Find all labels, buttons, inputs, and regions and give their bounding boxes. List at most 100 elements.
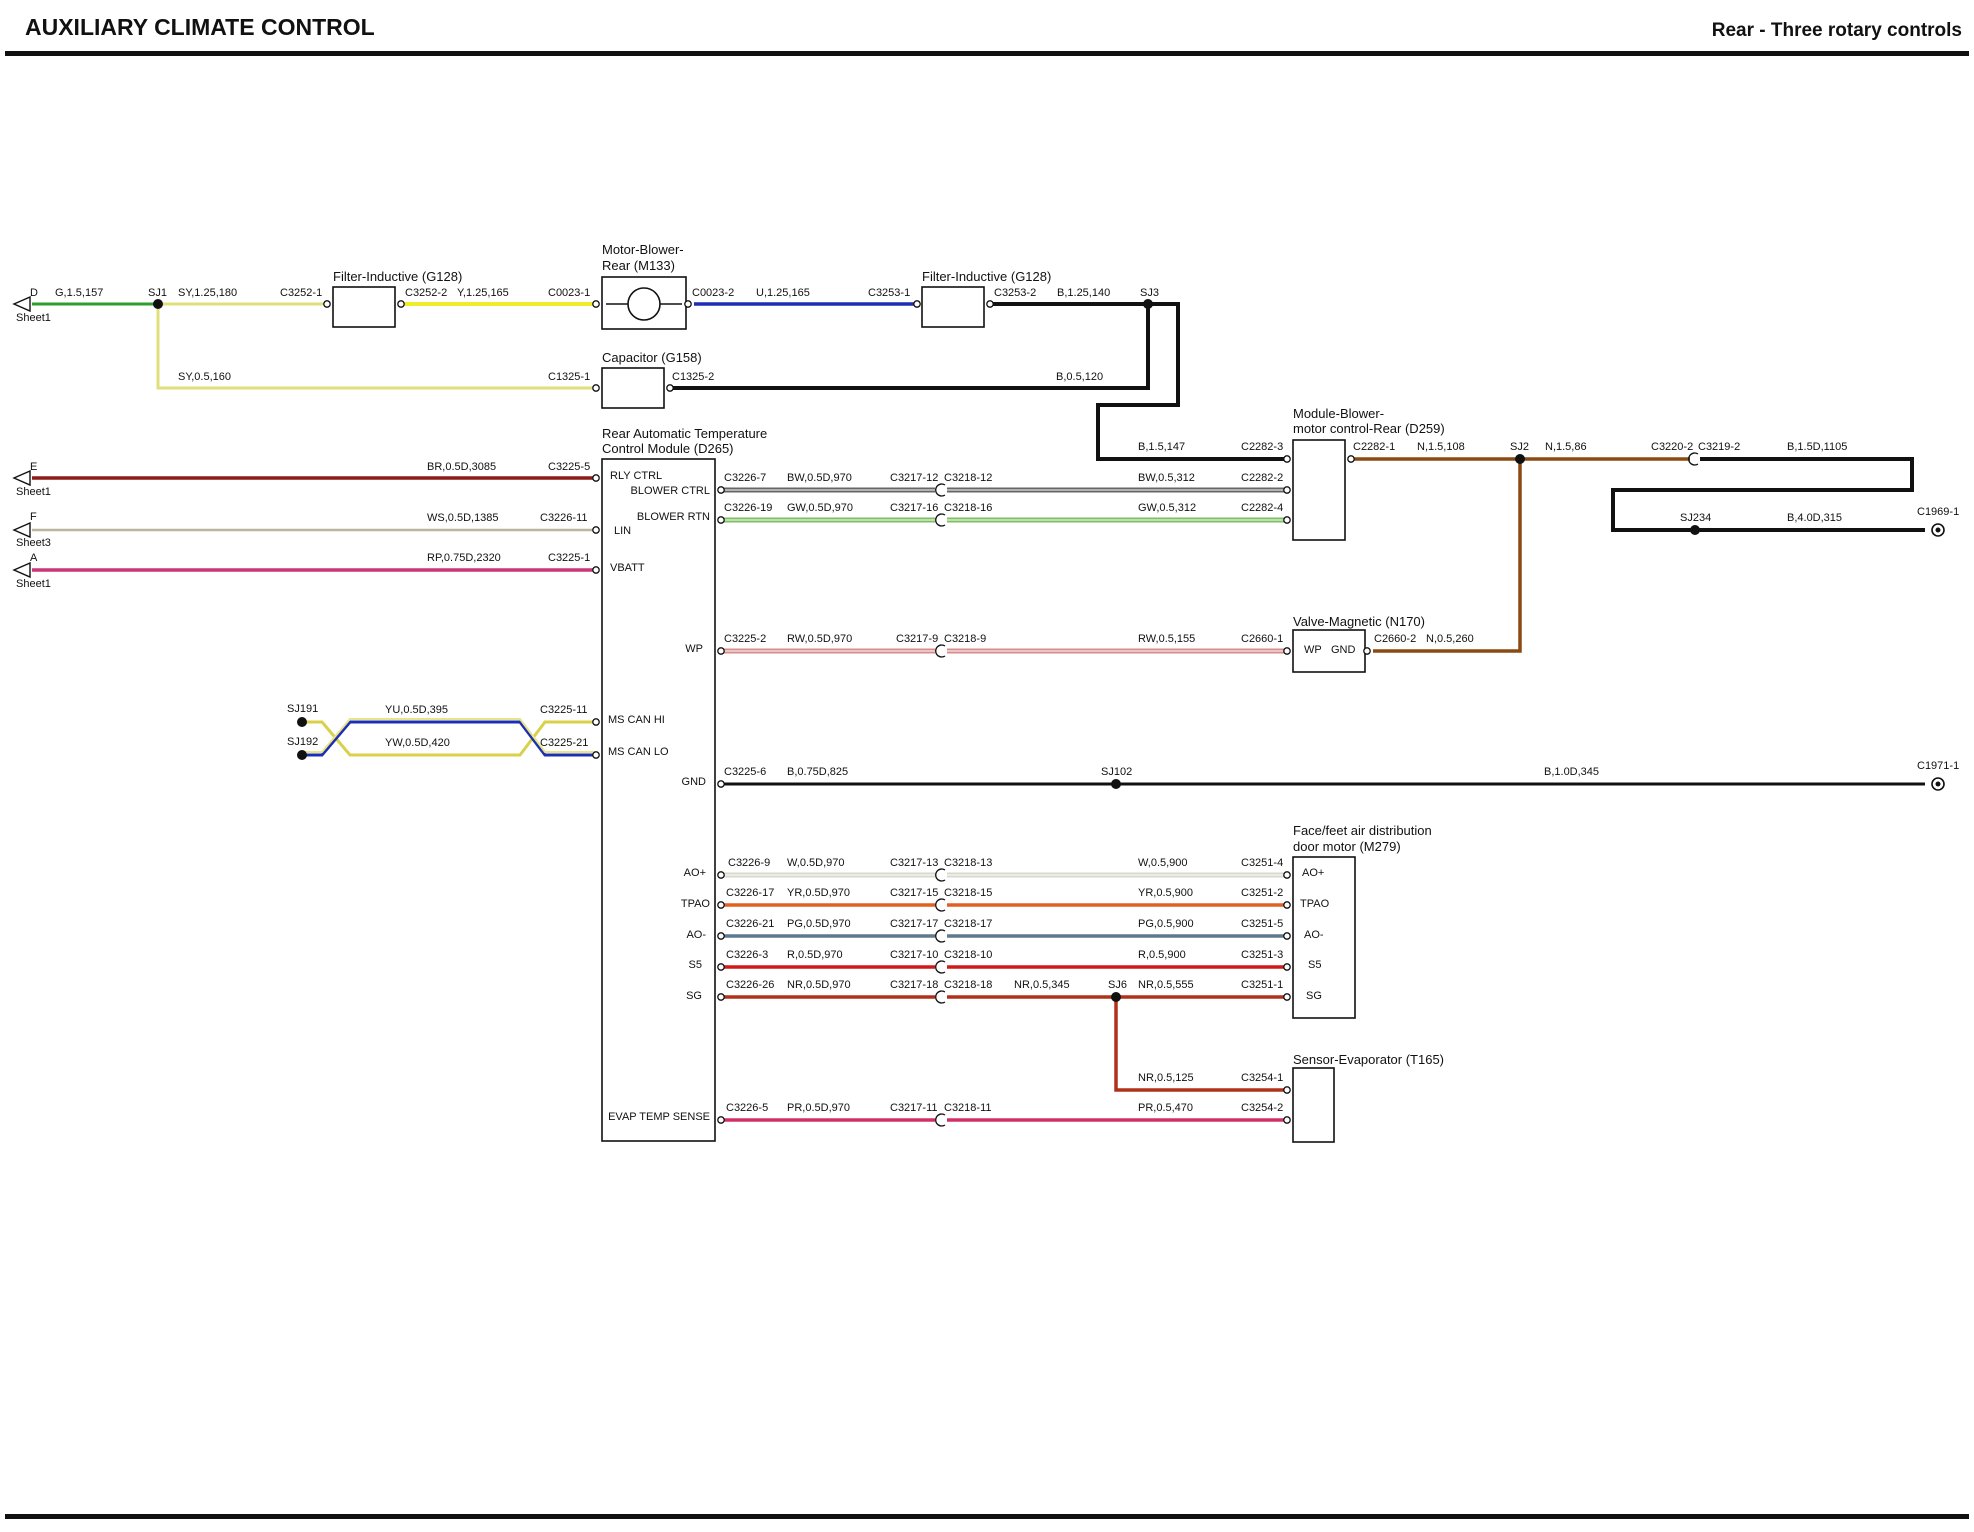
tpao-label: TPAO: [681, 898, 711, 910]
c3225-1-label: C3225-1: [548, 552, 590, 564]
c3217-12-label: C3217-12: [890, 472, 938, 484]
ic-2-inline-connector: [935, 644, 946, 658]
w-pr970-label: PR,0.5D,970: [787, 1102, 850, 1114]
ic-0-inline-connector: [935, 483, 946, 497]
c3225-21-label: C3225-21: [540, 737, 588, 749]
c1325-2-label: C1325-2: [672, 371, 714, 383]
valve-magnetic-box: [1292, 629, 1366, 673]
pin-13-pin: [592, 526, 600, 534]
pin-25-pin: [717, 932, 725, 940]
c3218-11-label: C3218-11: [944, 1102, 992, 1114]
c2282-2-label: C2282-2: [1241, 472, 1283, 484]
c3226-21-label: C3226-21: [726, 918, 774, 930]
w-ws1385-label: WS,0.5D,1385: [427, 512, 499, 524]
w-nr555-label: NR,0.5,555: [1138, 979, 1194, 991]
sj1-splice-dot: [153, 299, 163, 309]
ic-1-inline-connector: [935, 513, 946, 527]
blower-ctrl-label: BLOWER CTRL: [631, 485, 710, 497]
w-b345-label: B,1.0D,345: [1544, 766, 1599, 778]
a-letter-label: A: [30, 552, 38, 564]
pin-9-pin: [1347, 455, 1355, 463]
pin-33-pin: [1283, 1086, 1291, 1094]
sj102-label: SJ102: [1101, 766, 1132, 778]
pin-15-pin: [717, 486, 725, 494]
bmc-l2-label: motor control-Rear (D259): [1293, 421, 1445, 436]
c3225-2-label: C3225-2: [724, 633, 766, 645]
b140-wire: [992, 302, 1285, 461]
w-nr125-label: NR,0.5,125: [1138, 1072, 1194, 1084]
ratcm-l2-label: Control Module (D265): [602, 441, 734, 456]
capacitor-box: [601, 367, 665, 409]
face-tpao-label: TPAO: [1300, 898, 1330, 910]
c3220-2-label: C3220-2: [1651, 441, 1693, 453]
w-rp2320-label: RP,0.75D,2320: [427, 552, 501, 564]
pin-10-pin: [1283, 486, 1291, 494]
s5-label: S5: [689, 959, 702, 971]
n260-wire: [1373, 459, 1522, 653]
pin-22-pin: [717, 780, 725, 788]
w-rw970-label: RW,0.5D,970: [787, 633, 852, 645]
c2282-1-label: C2282-1: [1353, 441, 1395, 453]
c3253-2-label: C3253-2: [994, 287, 1036, 299]
w-n260-label: N,0.5,260: [1426, 633, 1474, 645]
valve-label: Valve-Magnetic (N170): [1293, 614, 1425, 629]
ic-4-inline-connector: [935, 898, 946, 912]
c1971-1-label: C1971-1: [1917, 760, 1959, 772]
f-offsheet-arrow: [12, 521, 31, 539]
c3218-13-label: C3218-13: [944, 857, 992, 869]
c1969-end-inner: [1935, 527, 1941, 533]
c3226-9-label: C3226-9: [728, 857, 770, 869]
c3253-1-label: C3253-1: [868, 287, 910, 299]
w-b140-label: B,1.25,140: [1057, 287, 1110, 299]
pin-18-pin: [1283, 647, 1291, 655]
w-yr900-label: YR,0.5,900: [1138, 887, 1193, 899]
sj234-label: SJ234: [1680, 512, 1711, 524]
sj191-label: SJ191: [287, 703, 318, 715]
nr125-wire: [1114, 997, 1285, 1092]
c3217-15-label: C3217-15: [890, 887, 938, 899]
pin-17-pin: [717, 647, 725, 655]
face-ao-plus-label: AO+: [1302, 867, 1324, 879]
w-n108-label: N,1.5,108: [1417, 441, 1465, 453]
pin-11-pin: [1283, 516, 1291, 524]
sy160-wire: [156, 304, 594, 390]
w-yw420-label: YW,0.5D,420: [385, 737, 450, 749]
w-b825-label: B,0.75D,825: [787, 766, 848, 778]
air-distribution-motor-box: [1292, 856, 1356, 1019]
c2282-4-label: C2282-4: [1241, 502, 1283, 514]
filter1-label: Filter-Inductive (G128): [333, 269, 462, 284]
motor-l2-label: Rear (M133): [602, 258, 675, 273]
yu395-wire: [302, 720, 594, 757]
yw420-wire: [302, 718, 594, 753]
c3251-4-label: C3251-4: [1241, 857, 1283, 869]
w-w900-label: W,0.5,900: [1138, 857, 1188, 869]
w-gw312-label: GW,0.5,312: [1138, 502, 1196, 514]
c2660-1-label: C2660-1: [1241, 633, 1283, 645]
a-offsheet-arrow: [12, 561, 31, 579]
c3226-17-label: C3226-17: [726, 887, 774, 899]
c1969-1-label: C1969-1: [1917, 506, 1959, 518]
filter-inductive-2-box: [921, 286, 985, 328]
c3226-5-label: C3226-5: [726, 1102, 768, 1114]
c3225-11-label: C3225-11: [540, 704, 588, 716]
yu395b-wire: [302, 720, 594, 757]
pin-14-pin: [592, 566, 600, 574]
w-b120-label: B,0.5,120: [1056, 371, 1103, 383]
pin-27-pin: [717, 993, 725, 1001]
c3254-1-label: C3254-1: [1241, 1072, 1283, 1084]
c3218-9-label: C3218-9: [944, 633, 986, 645]
pin-6-pin: [592, 384, 600, 392]
pin-4-pin: [913, 300, 921, 308]
w-r900-label: R,0.5,900: [1138, 949, 1186, 961]
c3226-3-label: C3226-3: [726, 949, 768, 961]
e-offsheet-arrow: [12, 469, 31, 487]
w-yr970-label: YR,0.5D,970: [787, 887, 850, 899]
e-letter-label: E: [30, 461, 37, 473]
face-l2-label: door motor (M279): [1293, 839, 1401, 854]
evap-label: EVAP TEMP SENSE: [608, 1111, 710, 1123]
pin-16-pin: [717, 516, 725, 524]
ao-minus-label: AO-: [686, 929, 706, 941]
w-bw312-label: BW,0.5,312: [1138, 472, 1195, 484]
ic-8-inline-connector: [935, 1113, 946, 1127]
w-gw970-label: GW,0.5D,970: [787, 502, 853, 514]
